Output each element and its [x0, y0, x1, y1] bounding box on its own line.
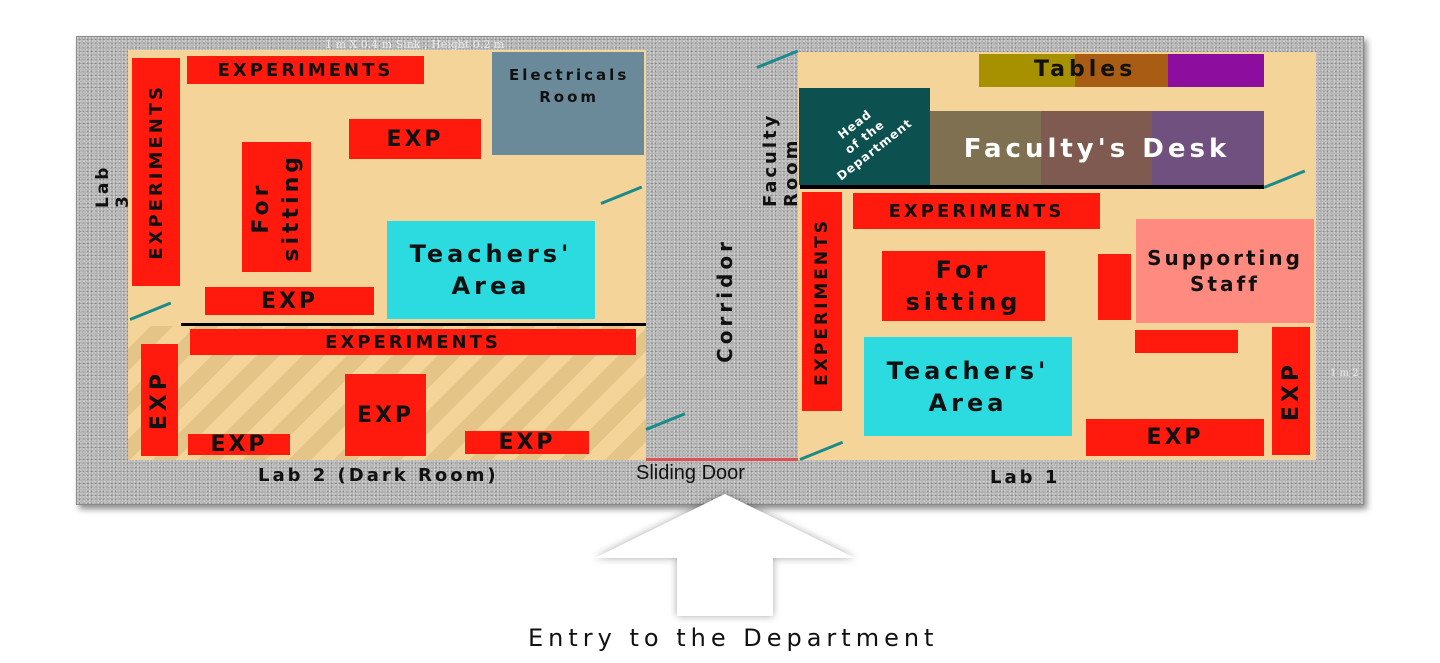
lab2-teachers-area-label: Teachers' Area — [409, 240, 573, 300]
corridor-label-text: Corridor — [713, 238, 737, 363]
faculty-room-label-text: Faculty Room — [760, 112, 802, 207]
lab1-experiments-left-label: EXPERIMENTS — [812, 217, 832, 386]
lab2-exp-bottom-right-label: EXP — [498, 430, 556, 455]
sliding-door-label: Sliding Door — [636, 462, 745, 484]
entry-arrow-icon — [595, 494, 855, 616]
lab2-exp-center-label: EXP — [356, 402, 415, 428]
lab1-teachers-area: Teachers' Area — [864, 337, 1072, 436]
lab1-small-block — [1098, 254, 1131, 320]
faculty-desk-seg-1 — [930, 111, 1042, 186]
table-purple — [1168, 54, 1264, 87]
lab1-name: Lab 1 — [990, 467, 1061, 488]
hod-desk: Head of the Department — [799, 88, 930, 185]
faculty-desk-label: Faculty's Desk — [963, 133, 1231, 164]
lab2-experiments-mid: EXPERIMENTS — [190, 329, 636, 355]
lab2-experiments-top: EXPERIMENTS — [187, 56, 424, 84]
lab1-experiments-top: EXPERIMENTS — [853, 193, 1100, 229]
lab2-exp-mid: EXP — [205, 287, 374, 315]
lab2-exp-left-label: EXP — [147, 369, 172, 431]
faint-sink-note: 1 m X 0.4 m Sink ; Height 0.2 m — [325, 38, 505, 51]
lab2-exp-bottom-left-label: EXP — [210, 432, 268, 457]
tables-label: Tables — [1034, 57, 1137, 82]
entry-label: Entry to the Department — [528, 624, 939, 652]
lab2-exp-bottom-left: EXP — [188, 432, 290, 457]
electricals-room-label: Electricals Room — [509, 66, 630, 106]
supporting-staff-label: Supporting Staff — [1147, 246, 1303, 296]
sliding-door-line — [646, 458, 798, 461]
lab1-teachers-area-label: Teachers' Area — [886, 356, 1050, 417]
lab2-exp-left: EXP — [141, 344, 178, 456]
lab2-exp-upper-label: EXP — [386, 126, 444, 152]
table-olive — [979, 54, 1077, 87]
lab2-experiments-left: EXPERIMENTS — [132, 58, 180, 286]
lab2-teachers-area: Teachers' Area — [387, 221, 595, 319]
lab3-label: Lab 3 — [93, 148, 133, 208]
lab2-name: Lab 2 (Dark Room) — [258, 465, 499, 486]
faint-right-note: 1 m 2 — [1330, 368, 1359, 379]
lab2-exp-bottom-right: EXP — [465, 430, 589, 455]
lab2-exp-center: EXP — [345, 374, 426, 456]
lab2-for-sitting-label: For sitting — [248, 152, 304, 262]
lab1-for-sitting-label: For sitting — [905, 256, 1022, 316]
faculty-room-wall — [800, 185, 1264, 189]
lab1-exp-right-label: EXP — [1278, 360, 1304, 422]
lab1-exp-bottom-label: EXP — [1146, 425, 1204, 450]
lab2-exp-mid-label: EXP — [260, 288, 319, 314]
table-brown — [1075, 54, 1169, 87]
hod-desk-label: Head of the Department — [834, 106, 915, 183]
lab1-small-bar — [1135, 330, 1238, 353]
lab2-experiments-left-label: EXPERIMENTS — [145, 84, 167, 260]
lab1-experiments-left: EXPERIMENTS — [802, 192, 842, 411]
lab2-experiments-mid-label: EXPERIMENTS — [325, 331, 501, 353]
lab1-for-sitting: For sitting — [882, 251, 1045, 321]
supporting-staff-area: Supporting Staff — [1136, 219, 1314, 323]
faculty-desk-seg-3 — [1152, 111, 1264, 186]
faculty-room-label: Faculty Room — [760, 42, 802, 207]
lab2-dark-room-wall — [181, 323, 646, 326]
faculty-desk-seg-2 — [1041, 111, 1153, 186]
electricals-room: Electricals Room — [492, 52, 644, 155]
lab3-label-text: Lab 3 — [93, 164, 133, 208]
lab2-experiments-top-label: EXPERIMENTS — [217, 59, 394, 81]
lab2-exp-upper: EXP — [349, 119, 481, 159]
lab1-experiments-top-label: EXPERIMENTS — [888, 200, 1065, 222]
lab1-exp-bottom: EXP — [1086, 419, 1264, 456]
lab2-for-sitting: For sitting — [242, 142, 311, 272]
faculty-desk: Faculty's Desk — [930, 111, 1264, 186]
lab1-exp-right: EXP — [1272, 327, 1310, 455]
corridor-label: Corridor — [713, 238, 743, 378]
